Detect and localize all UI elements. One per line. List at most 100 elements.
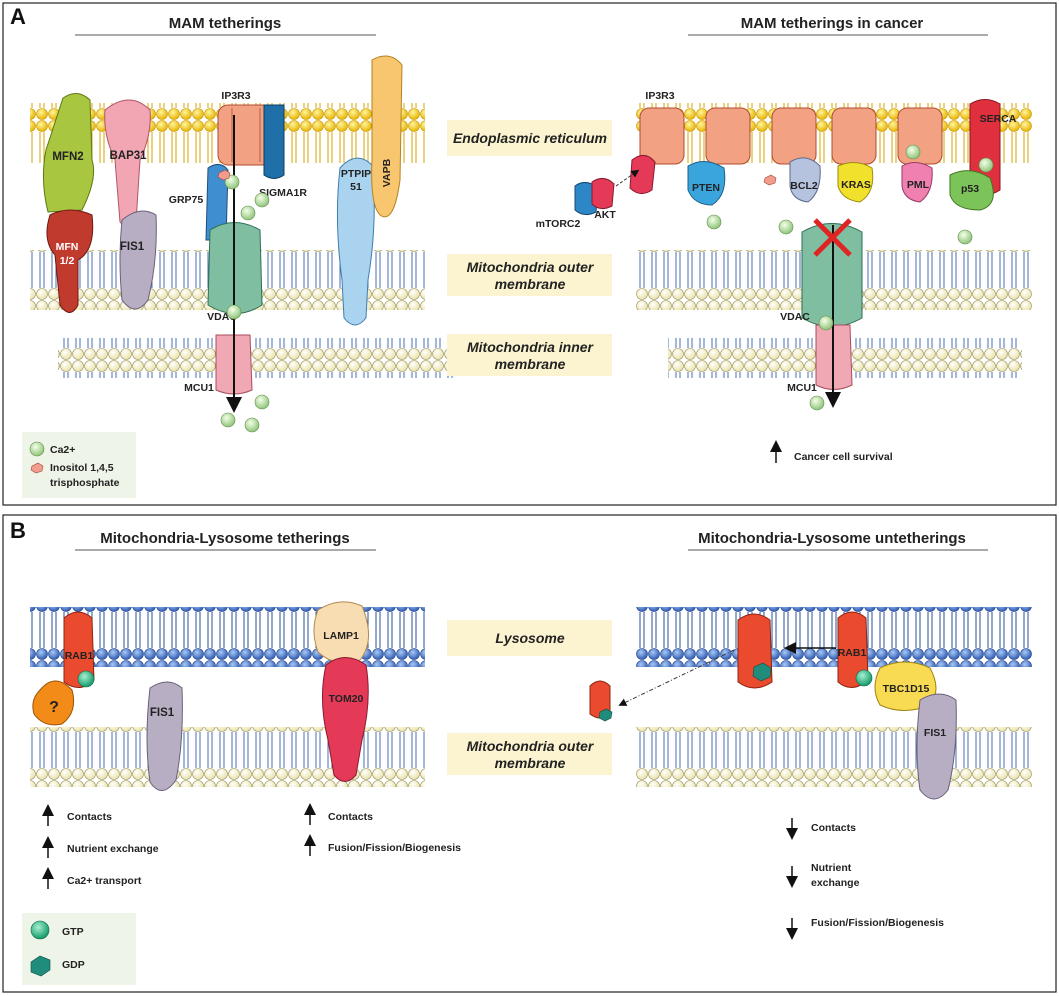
outcome-nutrient-right-1: Nutrient <box>811 862 852 874</box>
ca-ions-right <box>706 144 994 411</box>
gtp-on-rab1 <box>77 670 95 688</box>
mom-b-region-label-1: Mitochondria outer <box>467 738 595 754</box>
akt-translocation-arrow <box>615 169 640 187</box>
lysosome-membrane-right <box>636 607 1032 667</box>
vapb-protein <box>371 55 403 218</box>
mim-region-box <box>447 334 612 376</box>
ip3r3-channel <box>897 107 943 165</box>
ca-ion <box>224 174 240 190</box>
ip3-molecule <box>763 174 777 186</box>
lysosome-region-box <box>447 620 612 656</box>
unknown-protein <box>32 680 75 726</box>
mtorc2-label: mTORC2 <box>536 218 581 230</box>
ca-ion <box>254 192 270 208</box>
fis1-label-b-left: FIS1 <box>150 707 175 719</box>
sigma1r-label: SIGMA1R <box>259 187 307 199</box>
gtp-on-rab1-right <box>855 669 873 687</box>
mom-region-box <box>447 254 612 296</box>
ip3-molecule <box>217 169 231 181</box>
tbc1d15-label: TBC1D15 <box>883 683 930 695</box>
sigma1r-protein <box>263 104 285 179</box>
pml-protein <box>901 162 933 203</box>
block-x-stroke-2 <box>813 218 852 257</box>
ca-ion <box>778 219 794 235</box>
rab1-label-right: RAB1 <box>838 647 867 659</box>
mfn12-protein <box>46 209 94 313</box>
ptpip51-label-1: PTPIP <box>341 168 371 180</box>
vdac-label-right: VDAC <box>780 311 810 323</box>
tom20-label: TOM20 <box>329 693 364 705</box>
panel-a-right-title: MAM tetherings in cancer <box>741 15 924 32</box>
ca-ion <box>809 395 825 411</box>
akt-protein <box>591 178 615 210</box>
ip3r3-channel <box>831 107 877 165</box>
mom-region-label-1: Mitochondria outer <box>467 259 595 275</box>
outcome-nutrient-left: Nutrient exchange <box>67 843 159 855</box>
ca-ion <box>706 214 722 230</box>
outcome-fusion-right: Fusion/Fission/Biogenesis <box>811 917 944 929</box>
kras-protein <box>837 162 874 203</box>
kras-label: KRAS <box>841 179 871 191</box>
legend-ip3-label-1: Inositol 1,4,5 <box>50 462 114 474</box>
legend-ip3-label-2: trisphosphate <box>50 477 120 489</box>
mito-membrane-b-left <box>30 727 425 787</box>
cancer-survival-label: Cancer cell survival <box>794 451 893 463</box>
vapb-label: VAPB <box>381 158 393 187</box>
outcome-nutrient-right-2: exchange <box>811 877 860 889</box>
ip3r3-label-left: IP3R3 <box>221 90 250 102</box>
mom-region-label-2: membrane <box>495 276 566 292</box>
bcl2-label: BCL2 <box>790 180 818 192</box>
mim-region-label-1: Mitochondria inner <box>467 339 595 355</box>
lamp1-label: LAMP1 <box>323 630 359 642</box>
legend-gdp-icon <box>30 955 51 977</box>
mfn12-label-1: MFN <box>56 241 79 253</box>
ptpip51-label-2: 51 <box>350 181 362 193</box>
panel-a-letter: A <box>10 4 26 29</box>
ip3r3-channel <box>705 107 751 165</box>
legend-ip3-icon <box>30 462 44 474</box>
ca-ion <box>905 144 921 160</box>
legend-ca-label: Ca2+ <box>50 444 75 456</box>
ip3r3-channel <box>771 107 817 165</box>
legend-gdp-label: GDP <box>62 959 85 971</box>
p53-label: p53 <box>961 183 979 195</box>
gdp-on-rab1 <box>752 662 772 682</box>
ca-ion <box>978 157 994 173</box>
outcome-contacts-mid: Contacts <box>328 811 373 823</box>
panel-b-letter: B <box>10 518 26 543</box>
er-region-label: Endoplasmic reticulum <box>453 130 607 146</box>
unknown-protein-label: ? <box>49 699 59 716</box>
grp75-label: GRP75 <box>169 194 204 206</box>
outcome-fusion-mid: Fusion/Fission/Biogenesis <box>328 842 461 854</box>
mim-region-label-2: membrane <box>495 356 566 372</box>
ip3r3-label-right: IP3R3 <box>645 90 674 102</box>
mfn2-protein <box>42 93 95 213</box>
ca-ions-left <box>217 169 270 433</box>
mito-inner-membrane-left <box>58 338 453 378</box>
panel-a-left-title: MAM tetherings <box>169 15 282 32</box>
panel-b-left-title: Mitochondria-Lysosome tetherings <box>100 530 349 547</box>
fis1-protein-b-left <box>146 681 183 791</box>
outcome-contacts-left: Contacts <box>67 811 112 823</box>
akt-near-ip3r3 <box>629 155 656 194</box>
release-arrow <box>618 649 735 706</box>
ca-ion <box>226 304 242 320</box>
panel-b-right-title: Mitochondria-Lysosome untetherings <box>698 530 966 547</box>
lamp1-protein <box>313 601 369 664</box>
akt-label: AKT <box>594 209 616 221</box>
ca-ion <box>957 229 973 245</box>
er-region-box <box>447 120 612 156</box>
bap31-label: BAP31 <box>109 150 147 162</box>
mcu1-label-left: MCU1 <box>184 382 214 394</box>
ca-ion <box>818 315 834 331</box>
serca-label: SERCA <box>980 113 1017 125</box>
fis1-protein-b-right <box>916 693 957 800</box>
fis1-label-a: FIS1 <box>120 241 145 253</box>
fis1-label-b-right: FIS1 <box>924 727 946 739</box>
pten-label: PTEN <box>692 182 720 194</box>
ip3r3-channel <box>639 107 685 165</box>
ca-ion <box>244 417 260 433</box>
gdp-on-released-rab1 <box>598 708 613 722</box>
tom20-protein <box>321 657 369 782</box>
ca-ion <box>254 394 270 410</box>
